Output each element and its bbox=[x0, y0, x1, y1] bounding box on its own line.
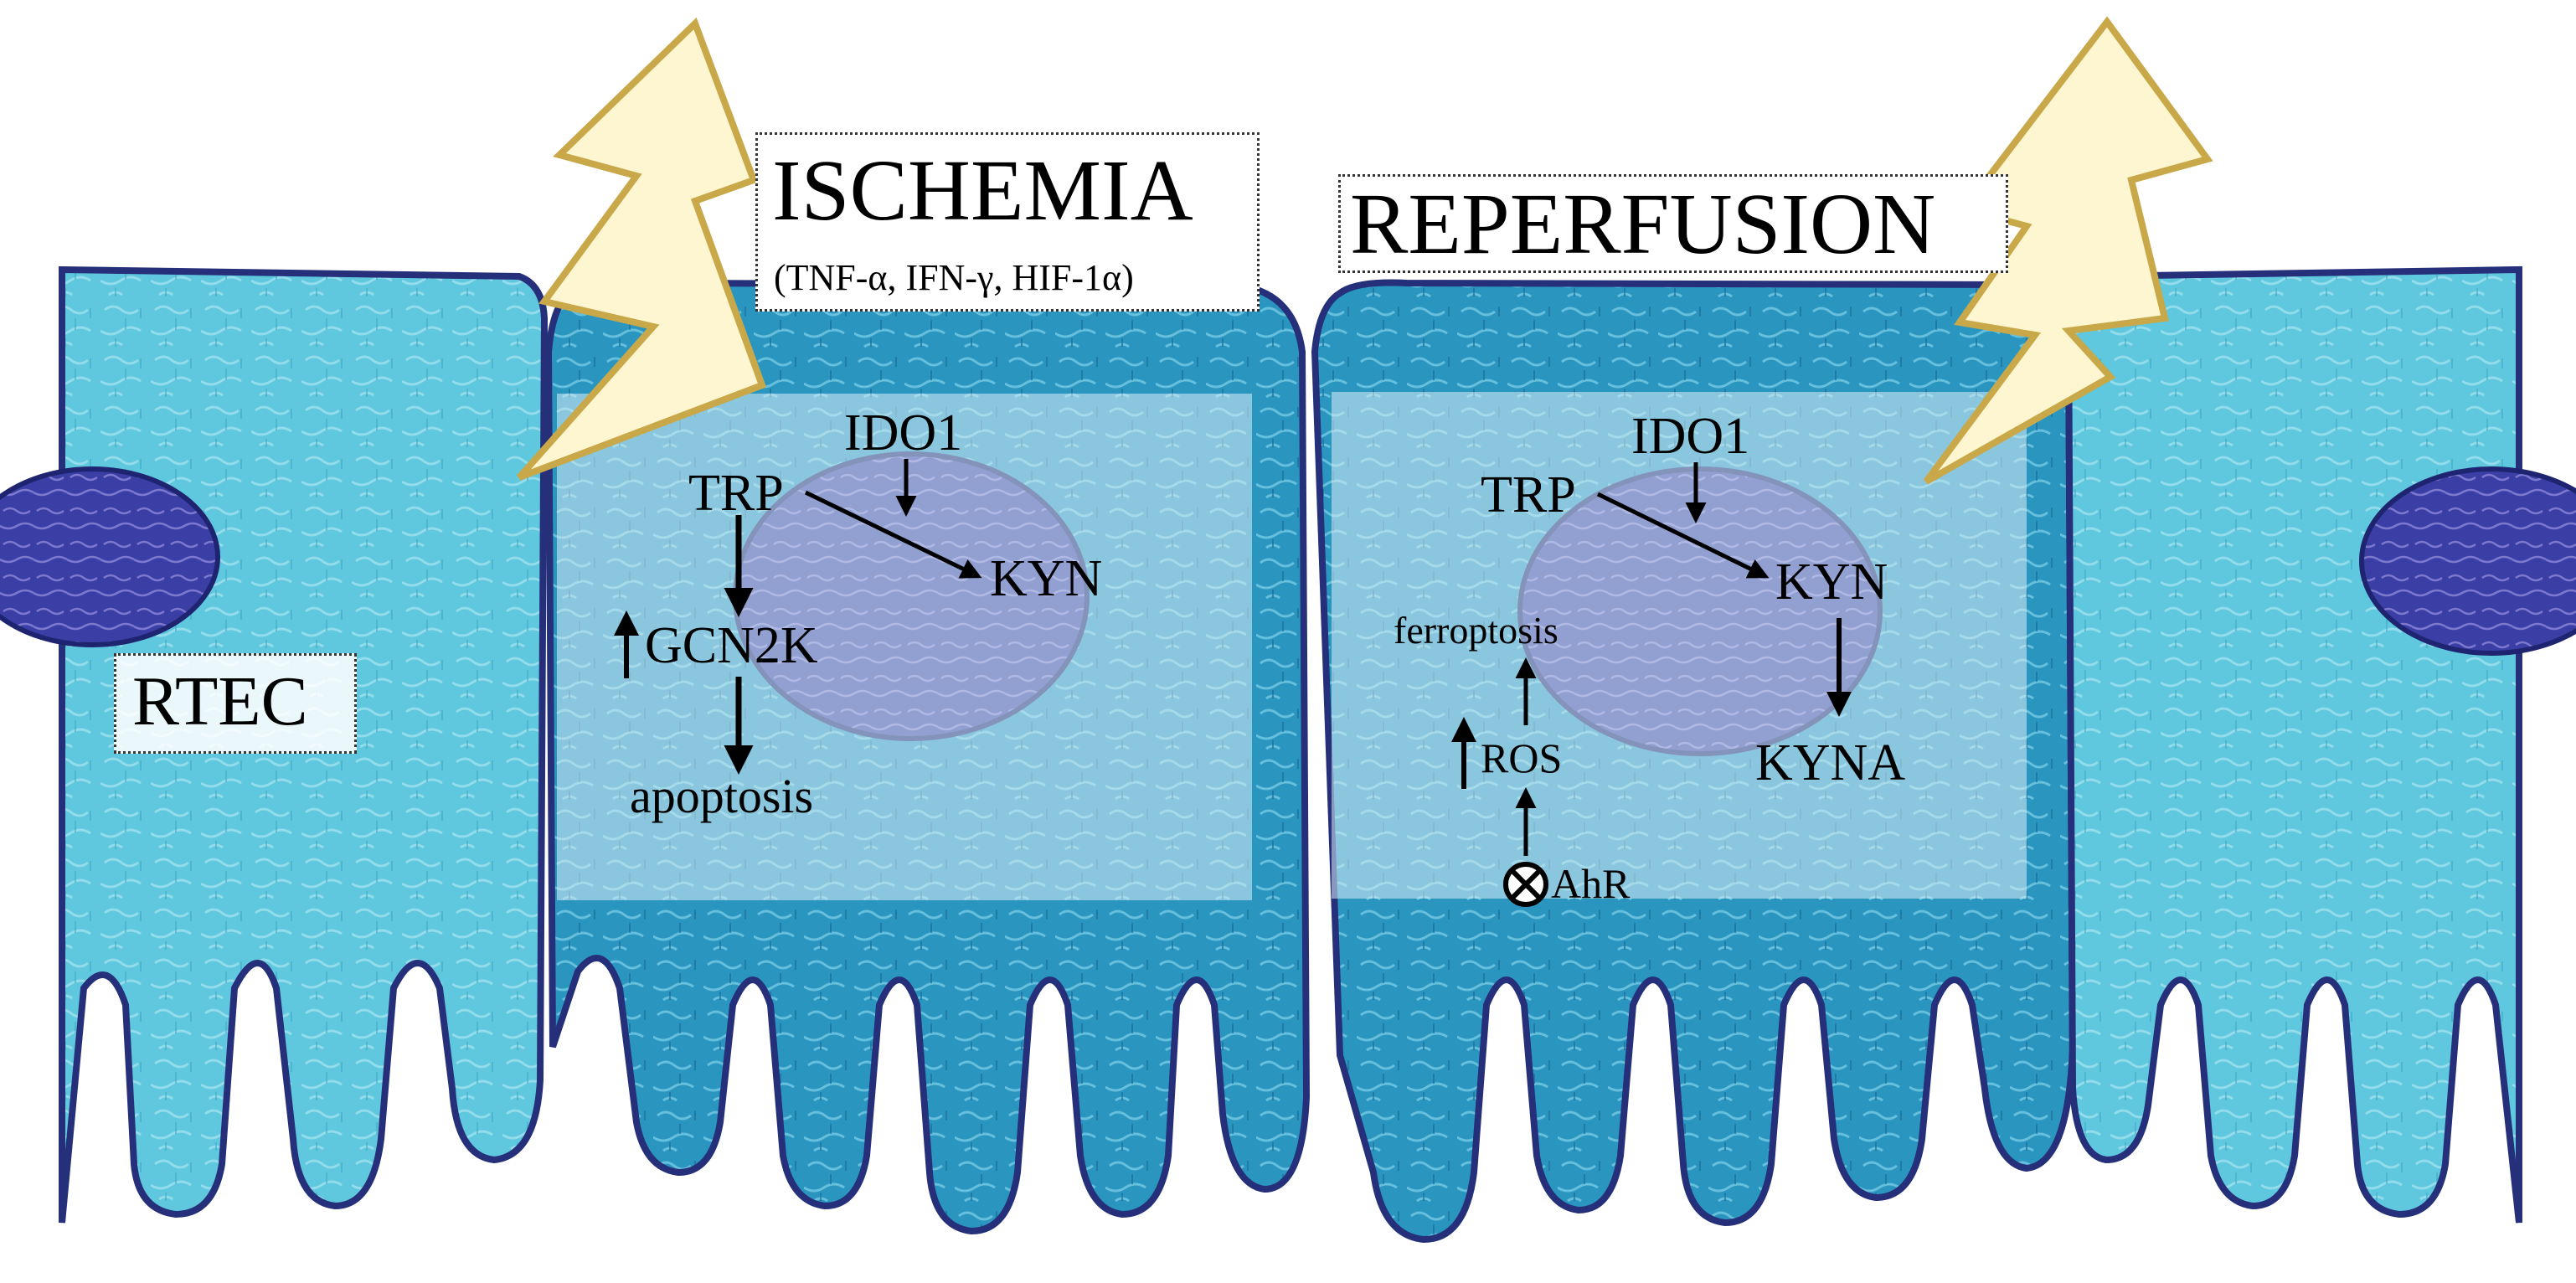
reperfusion-ahr: AhR bbox=[1551, 860, 1631, 907]
reperfusion-ido1: IDO1 bbox=[1631, 408, 1750, 465]
right-outer-cell bbox=[2064, 265, 2522, 1224]
reperfusion-kyna: KYNA bbox=[1755, 734, 1906, 791]
ischemia-gcn2k: GCN2K bbox=[645, 617, 818, 674]
ischemia-subtitle: (TNF-α, IFN-γ, HIF-1α) bbox=[774, 257, 1134, 298]
ischemia-trp: TRP bbox=[688, 465, 784, 522]
reperfusion-lightning-bolt bbox=[1923, 16, 2213, 485]
rtec-label-box bbox=[114, 653, 357, 754]
reperfusion-overlay-panel bbox=[1332, 392, 2027, 899]
reperfusion-trp: TRP bbox=[1481, 466, 1576, 523]
arrow-trp-to-kyn-left bbox=[804, 490, 982, 579]
reperfusion-ferroptosis: ferroptosis bbox=[1394, 609, 1558, 652]
arrow-trp-to-kyn-right bbox=[1596, 492, 1770, 579]
ischemia-title: ISCHEMIA bbox=[772, 142, 1193, 239]
ischemia-title-box bbox=[755, 132, 1260, 312]
ischemia-ido1: IDO1 bbox=[844, 404, 963, 461]
right-outer-nucleus bbox=[2359, 466, 2576, 656]
ahr-inhibition-icon bbox=[1503, 862, 1548, 907]
reperfusion-title: REPERFUSION bbox=[1350, 176, 1936, 272]
rtec-label: RTEC bbox=[132, 662, 308, 740]
reperfusion-ros: ROS bbox=[1481, 734, 1563, 781]
ischemia-lightning-bolt bbox=[517, 17, 767, 481]
reperfusion-title-box bbox=[1338, 174, 2008, 273]
reperfusion-kyn: KYN bbox=[1775, 554, 1888, 611]
ischemia-kyn: KYN bbox=[990, 550, 1103, 607]
ischemia-apoptosis: apoptosis bbox=[630, 769, 814, 823]
left-outer-nucleus bbox=[0, 466, 220, 647]
